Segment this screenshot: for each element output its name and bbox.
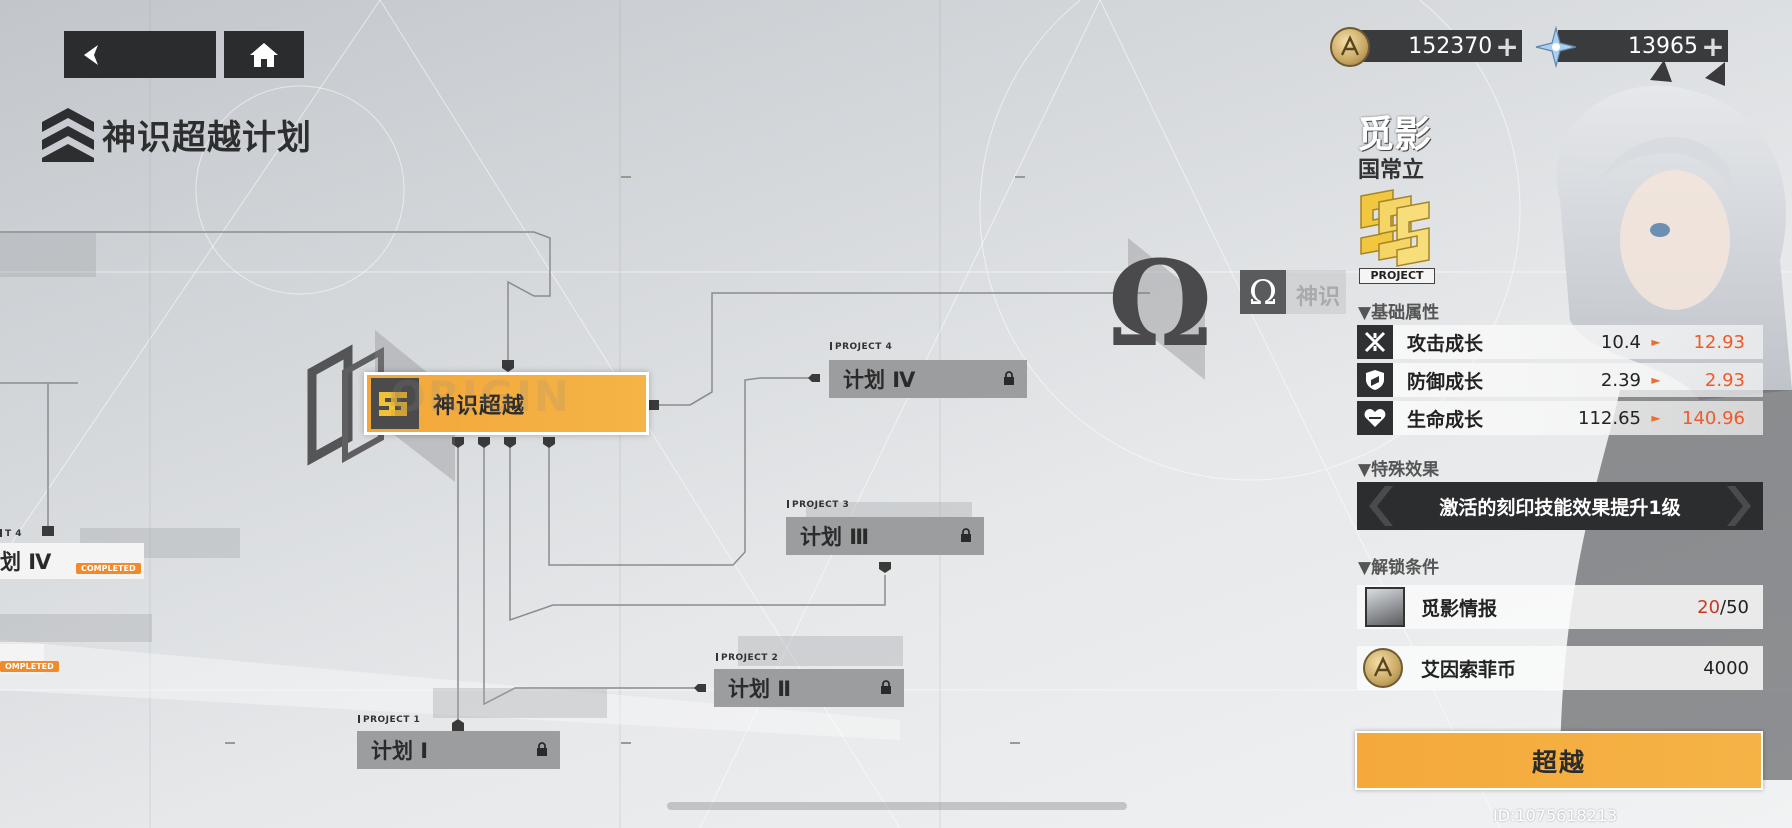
page-title: 神识超越计划: [102, 117, 312, 158]
chevron-left-icon: [1369, 486, 1393, 526]
project-node-label: 划 Ⅳ: [0, 550, 52, 574]
ghost-block: [0, 233, 96, 277]
home-button[interactable]: [224, 31, 304, 78]
scroll-indicator[interactable]: [667, 802, 1127, 810]
sefirah-logo-icon: [42, 108, 94, 162]
project-tag: PROJECT 2: [716, 653, 778, 663]
project-node-3[interactable]: 计划 Ⅲ: [786, 517, 984, 555]
character-name: 觅影: [1357, 113, 1431, 156]
character-portrait-icon: [1365, 587, 1405, 627]
increase-arrow-icon: ►: [1651, 335, 1661, 349]
lock-icon: [881, 680, 891, 694]
completed-badge: COMPLETED: [76, 563, 141, 574]
requirement-name: 艾因索菲币: [1421, 658, 1517, 681]
project-tag: PROJECT 3: [787, 500, 849, 510]
section-special-effect: ▼特殊效果: [1358, 460, 1440, 480]
user-id: ID:1075618213: [1493, 806, 1618, 825]
requirement-row-intel[interactable]: 觅影情报 20/50: [1357, 585, 1763, 629]
origin-ghost-text: ORIGIN: [390, 372, 571, 421]
stat-new-value: 140.96: [1682, 407, 1745, 429]
requirement-name: 觅影情报: [1421, 597, 1498, 620]
project-node-label: 计划 Ⅳ: [843, 368, 916, 392]
increase-arrow-icon: ►: [1651, 411, 1661, 425]
project-node-label: 计划 Ⅱ: [728, 677, 792, 701]
project-node-completed[interactable]: OMPLETED: [0, 644, 59, 674]
back-arrow-icon: [84, 44, 98, 65]
defense-icon: [1357, 363, 1393, 397]
stat-row-defense: 防御成长 2.39 ► 2.93: [1357, 363, 1763, 397]
special-effect-bar: 激活的刻印技能效果提升1级: [1357, 482, 1763, 530]
stat-old-value: 112.65: [1578, 407, 1641, 429]
lock-icon: [1004, 371, 1014, 385]
crystal-icon: [1535, 26, 1577, 68]
svg-text:Ω: Ω: [1107, 234, 1212, 373]
project-tag: T 4: [0, 529, 22, 539]
add-coin-button[interactable]: +: [1495, 29, 1519, 63]
stat-name: 生命成长: [1407, 408, 1484, 431]
project-tag: PROJECT 4: [830, 342, 892, 352]
transcend-button[interactable]: 超越: [1355, 731, 1763, 790]
current-node-label: 神识超越: [433, 393, 526, 419]
stat-name: 攻击成长: [1407, 332, 1484, 355]
currency-coin-amount: 152370: [1408, 33, 1493, 59]
stat-old-value: 10.4: [1600, 331, 1641, 353]
requirement-count: 20/50: [1697, 596, 1749, 618]
current-node-transcend[interactable]: 神识超越: [364, 372, 649, 435]
heart-icon: [1357, 401, 1393, 435]
back-button[interactable]: [64, 31, 216, 78]
requirement-count: 4000: [1703, 657, 1749, 679]
stat-new-value: 12.93: [1693, 331, 1745, 353]
stat-name: 防御成长: [1407, 370, 1484, 393]
add-crystal-button[interactable]: +: [1701, 29, 1725, 63]
aeinsophy-coin-icon: [1363, 648, 1403, 688]
currency-coin: 152370 +: [1355, 29, 1522, 63]
rank-project-label: PROJECT: [1359, 268, 1435, 284]
project-node-completed[interactable]: 划 Ⅳ COMPLETED: [0, 543, 144, 579]
completed-badge: OMPLETED: [0, 661, 59, 672]
character-subtitle: 国常立: [1358, 158, 1425, 183]
lock-icon: [961, 528, 971, 542]
ghost-block: [0, 614, 152, 642]
requirement-row-coin[interactable]: 艾因索菲币 4000: [1357, 646, 1763, 690]
section-base-attributes: ▼基础属性: [1358, 303, 1440, 323]
project-node-1[interactable]: 计划 Ⅰ: [357, 731, 560, 769]
ghost-block: [433, 688, 607, 718]
stat-old-value: 2.39: [1600, 369, 1641, 391]
stat-row-attack: 攻击成长 10.4 ► 12.93: [1357, 325, 1763, 359]
section-unlock-conditions: ▼解锁条件: [1358, 558, 1440, 578]
project-tag: PROJECT 1: [358, 715, 420, 725]
home-icon: [250, 42, 278, 67]
page-title-block: 神识超越计划: [40, 106, 312, 162]
special-effect-text: 激活的刻印技能效果提升1级: [1439, 496, 1681, 519]
aeinsophy-coin-icon: [1330, 27, 1370, 67]
svg-text:Ω: Ω: [1249, 273, 1277, 313]
stat-row-health: 生命成长 112.65 ► 140.96: [1357, 401, 1763, 435]
omega-node-label: 神识: [1296, 285, 1341, 310]
project-node-2[interactable]: 计划 Ⅱ: [714, 669, 904, 707]
project-node-label: 计划 Ⅲ: [800, 525, 870, 549]
currency-crystal: 13965 +: [1558, 29, 1728, 63]
chevron-right-icon: [1727, 486, 1751, 526]
project-node-4[interactable]: 计划 Ⅳ: [829, 360, 1027, 398]
increase-arrow-icon: ►: [1651, 373, 1661, 387]
sss-rank-icon: [371, 378, 419, 429]
currency-crystal-amount: 13965: [1628, 33, 1698, 59]
attack-icon: [1357, 325, 1393, 359]
sss-rank-icon: [1360, 189, 1430, 267]
lock-icon: [537, 742, 547, 756]
stat-new-value: 2.93: [1704, 369, 1745, 391]
project-node-label: 计划 Ⅰ: [371, 739, 429, 763]
